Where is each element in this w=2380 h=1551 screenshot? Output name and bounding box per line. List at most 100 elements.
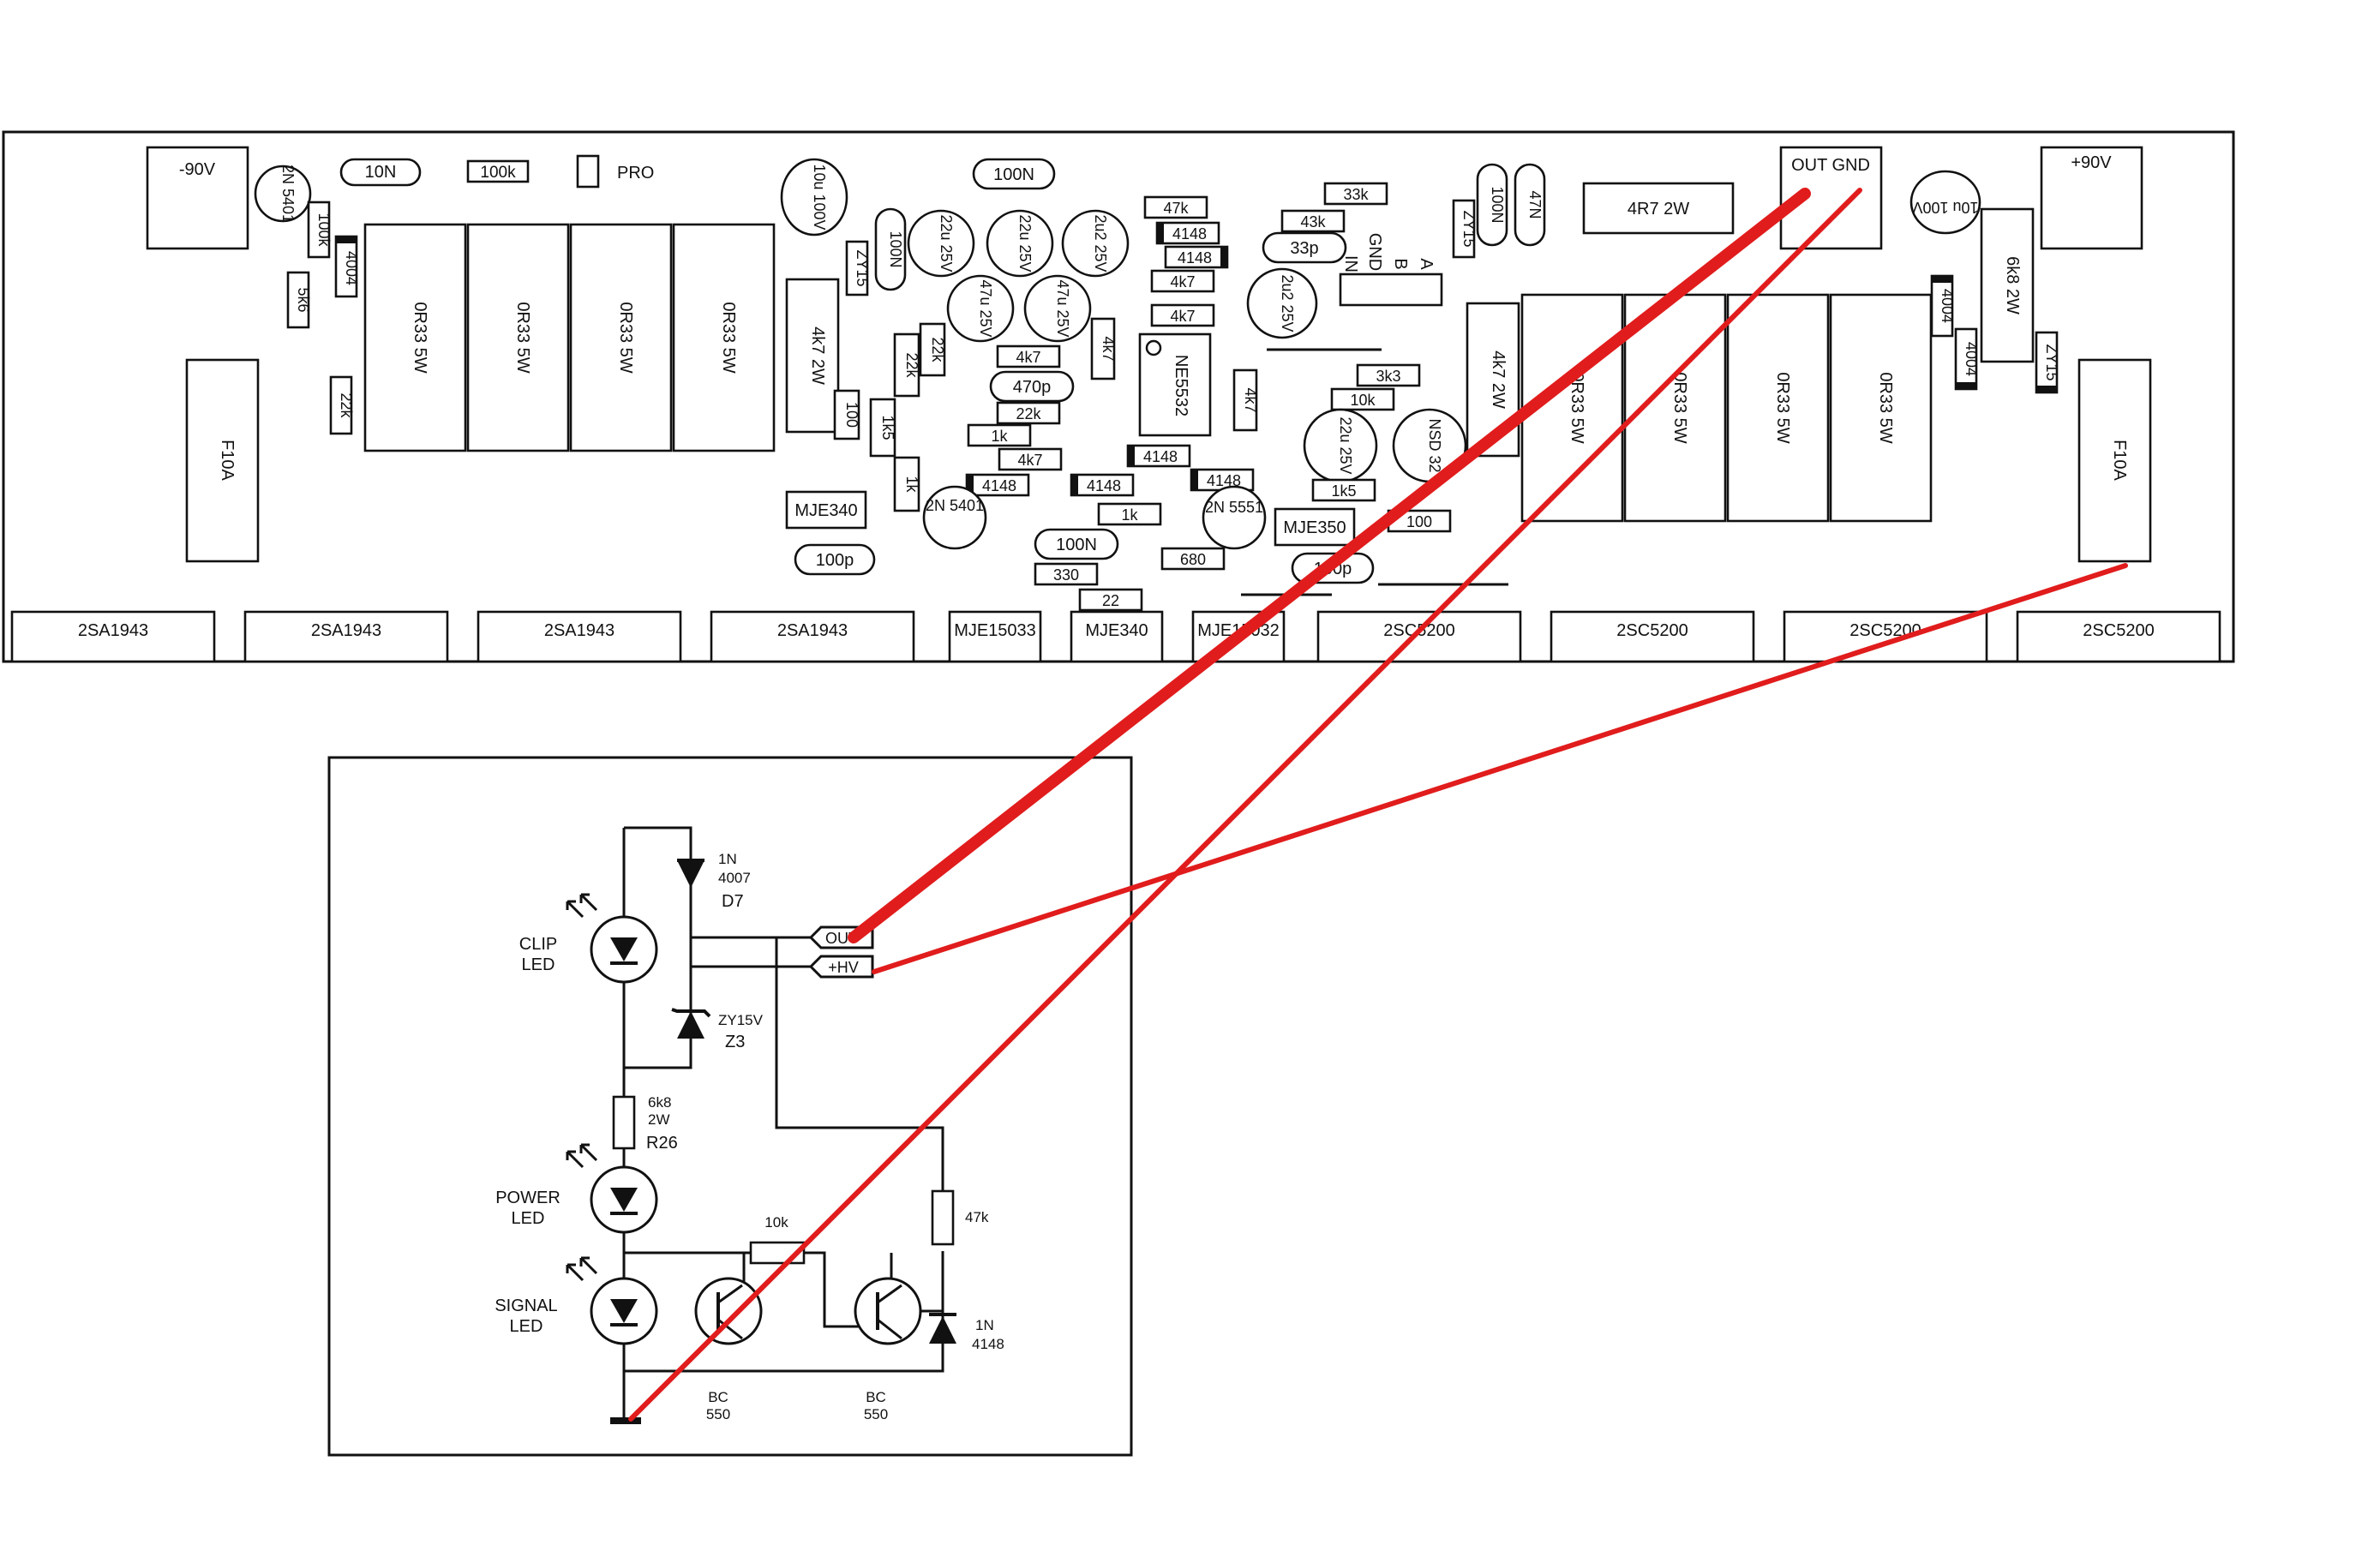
resistor-10k — [1330, 387, 1395, 411]
cap-47u-25v-1 — [946, 274, 1015, 343]
label-transistor-2: 2SA1943 — [311, 621, 381, 640]
emitter-resistor-4 — [672, 223, 776, 452]
label-fuse-right: F10A — [2110, 440, 2129, 481]
cap-22u-25v-2 — [986, 209, 1054, 278]
label-diode-4148-a: 4148 — [982, 477, 1016, 494]
resistor-330 — [1034, 562, 1099, 586]
label-cap-22u-1: 22u 25V — [938, 214, 955, 272]
label-resistor-1k5-right: 1k5 — [1331, 482, 1356, 500]
label-nsd: NSD 32 — [1426, 418, 1443, 472]
cap-100n-right — [1476, 163, 1508, 247]
label-diode-4004-left: 4004 — [343, 251, 360, 285]
label-gnd: GND — [1365, 233, 1384, 271]
label-zener-zy15-left: ZY15 — [854, 249, 871, 286]
diode-band-c — [1157, 223, 1164, 243]
transistor-row: 2SA1943 2SA1943 2SA1943 2SA1943 MJE15033… — [10, 610, 2221, 663]
label-z3-1: ZY15V — [718, 1012, 764, 1028]
diode-band-right-a — [1932, 276, 1952, 283]
label-resistor-3k3: 3k3 — [1376, 368, 1400, 385]
transistor-mje15033 — [948, 610, 1042, 663]
label-mje350-small: MJE350 — [1283, 518, 1346, 537]
label-resistor-4k7-b: 4k7 — [1017, 452, 1042, 469]
diode-band-d — [1220, 247, 1227, 267]
diode-band-right-b — [1956, 382, 1976, 389]
label-resistor-1k-mid: 1k — [991, 428, 1008, 445]
label-resistor-4k7-a: 4k7 — [1016, 349, 1040, 366]
label-transistor-6: MJE340 — [1085, 621, 1148, 640]
resistor-43k — [1280, 209, 1346, 233]
label-transistor-5: MJE15033 — [954, 621, 1036, 640]
annotation-lines — [628, 188, 2128, 1422]
label-signal-1: SIGNAL — [495, 1296, 557, 1315]
diode-band-e — [1128, 446, 1135, 466]
q2-collector — [877, 1284, 902, 1304]
ground-bar — [610, 1417, 641, 1424]
label-b: B — [1391, 258, 1410, 269]
resistor-33k — [1323, 182, 1388, 206]
clip-led-arrow — [610, 937, 638, 961]
cap-22u-25v-1 — [907, 209, 975, 278]
diode-4148-b — [1070, 473, 1135, 497]
resistor-100-right — [1387, 509, 1452, 533]
label-resistor-22: 22 — [1102, 592, 1119, 609]
label-resistor-4k7-2w-left: 4k7 2W — [808, 326, 827, 385]
cap-10u-100v-left — [780, 158, 848, 237]
zener-zy15-mid — [1452, 199, 1476, 259]
transistor-2sc5200-1 — [1316, 610, 1522, 663]
label-cap-100n-low: 100N — [1056, 536, 1097, 554]
label-signal-2: LED — [510, 1317, 543, 1336]
input-connector — [1339, 272, 1443, 307]
label-cap-100p-left: 100p — [816, 551, 854, 570]
label-fuse-left: F10A — [218, 440, 237, 481]
resistor-4r7-2w — [1582, 182, 1735, 235]
label-ic-ne5532: NE5532 — [1172, 355, 1190, 416]
label-transistor-3: 2SA1943 — [544, 621, 614, 640]
q2-emitter — [877, 1318, 902, 1340]
pro-jumper — [576, 154, 600, 189]
label-diode-4148-f: 4148 — [1207, 472, 1241, 489]
diode-band-b — [1071, 475, 1078, 495]
label-clip-1: CLIP — [519, 935, 557, 954]
diode-d7-icon — [677, 860, 704, 888]
label-10k: 10k — [764, 1214, 788, 1231]
label-2n5401-mid: 2N 5401 — [926, 497, 984, 514]
label-resistor-6k8-2w: 6k8 2W — [2003, 256, 2022, 314]
emitter-resistor-7 — [1726, 293, 1830, 523]
label-q2-1: BC — [866, 1389, 886, 1405]
label-diode-4148-d: 4148 — [1178, 249, 1212, 266]
label-q1-1: BC — [708, 1389, 728, 1405]
zener-z3-icon — [677, 1011, 704, 1039]
label-resistor-4k7-d: 4k7 — [1170, 308, 1195, 325]
label-q2-2: 550 — [864, 1406, 888, 1422]
label-1n4148-2: 4148 — [972, 1336, 1004, 1352]
label-transistor-1: 2SA1943 — [78, 621, 148, 640]
label-resistor-4k7-c: 4k7 — [1170, 273, 1195, 290]
cap-10n — [339, 158, 422, 187]
label-cap-47u-1: 47u 25V — [977, 279, 994, 337]
label-diode-4148-e: 4148 — [1143, 448, 1178, 465]
diode-4004-right-a — [1930, 274, 1954, 338]
label-resistor-47k: 47k — [1163, 200, 1189, 217]
resistor-4k7-vert — [1090, 317, 1116, 380]
label-emitter-resistor-8: 0R33 5W — [1876, 372, 1895, 443]
resistor-r26 — [612, 1095, 636, 1150]
label-cap-100n-top: 100N — [993, 165, 1034, 184]
resistor-22k-left — [329, 375, 353, 435]
emitter-resistor-2 — [466, 223, 570, 452]
wire-out-to-47k — [775, 937, 944, 1191]
cap-100n-top — [972, 158, 1056, 190]
diode-4004-left — [334, 235, 358, 298]
diode-band-f — [1191, 470, 1198, 490]
label-emitter-resistor-6: 0R33 5W — [1670, 372, 1689, 443]
label-47k: 47k — [965, 1209, 989, 1225]
label-resistor-680: 680 — [1180, 551, 1206, 568]
label-cap-22u-3: 22u 25V — [1337, 416, 1354, 474]
label-transistor-4: 2SA1943 — [777, 621, 848, 640]
wire-right-return — [624, 1251, 944, 1373]
label-emitter-resistor-1: 0R33 5W — [411, 302, 429, 373]
label-resistor-5k6: 5k6 — [295, 287, 312, 312]
label-cap-470p: 470p — [1013, 378, 1052, 397]
label-cap-2u2-2: 2u2 25V — [1279, 274, 1296, 332]
label-resistor-4k7-vert: 4k7 — [1100, 336, 1117, 361]
